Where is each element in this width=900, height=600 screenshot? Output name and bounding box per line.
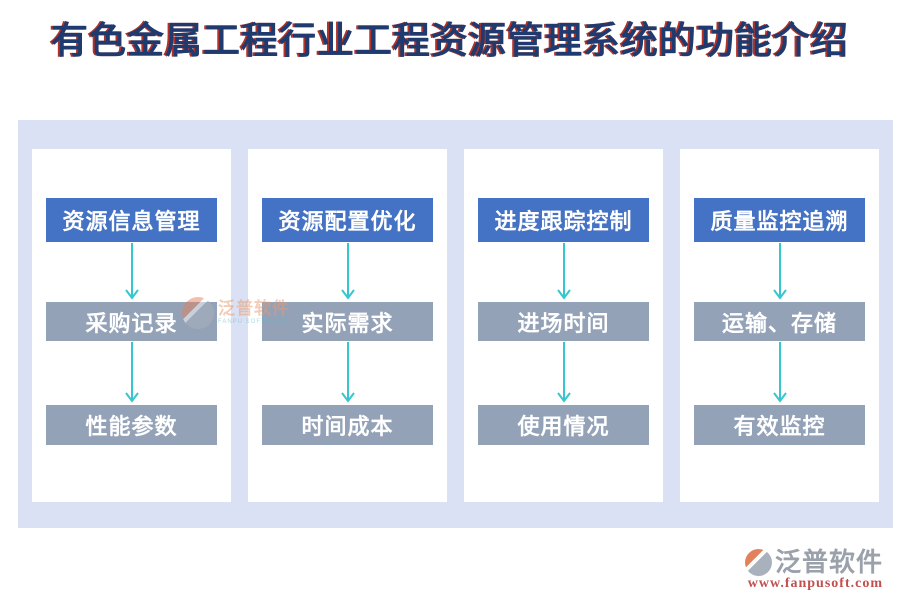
step-box: 性能参数 <box>46 405 217 445</box>
column-quality-monitoring: 质量监控追溯 运输、存储 有效监控 <box>680 149 879 502</box>
down-arrow-icon <box>340 243 355 300</box>
down-arrow-icon <box>556 243 571 300</box>
step-box: 运输、存储 <box>694 302 865 341</box>
column-progress-tracking: 进度跟踪控制 进场时间 使用情况 <box>464 149 663 502</box>
column-resource-allocation: 资源配置优化 实际需求 时间成本 <box>248 149 447 502</box>
diagram-background-panel: 资源信息管理 采购记录 性能参数 资源配置优化 实际需求 时间成本 进度跟踪控制… <box>18 120 893 528</box>
down-arrow-icon <box>124 342 139 403</box>
down-arrow-icon <box>340 342 355 403</box>
step-box: 进场时间 <box>478 302 649 341</box>
down-arrow-icon <box>772 342 787 403</box>
column-header: 资源信息管理 <box>46 198 217 242</box>
column-header: 进度跟踪控制 <box>478 198 649 242</box>
down-arrow-icon <box>772 243 787 300</box>
fanpu-logo-icon <box>744 548 772 576</box>
column-resource-info: 资源信息管理 采购记录 性能参数 <box>32 149 231 502</box>
step-box: 使用情况 <box>478 405 649 445</box>
down-arrow-icon <box>556 342 571 403</box>
step-box: 时间成本 <box>262 405 433 445</box>
column-header: 资源配置优化 <box>262 198 433 242</box>
step-box: 实际需求 <box>262 302 433 341</box>
down-arrow-icon <box>124 243 139 300</box>
column-header: 质量监控追溯 <box>694 198 865 242</box>
footer-logo-block: 泛普软件 www.fanpusoft.com <box>744 547 883 592</box>
footer-brand-text: 泛普软件 <box>774 547 883 577</box>
page-title: 有色金属工程行业工程资源管理系统的功能介绍 <box>51 21 849 62</box>
step-box: 有效监控 <box>694 405 865 445</box>
footer-url-link[interactable]: www.fanpusoft.com <box>747 576 883 591</box>
step-box: 采购记录 <box>46 302 217 341</box>
